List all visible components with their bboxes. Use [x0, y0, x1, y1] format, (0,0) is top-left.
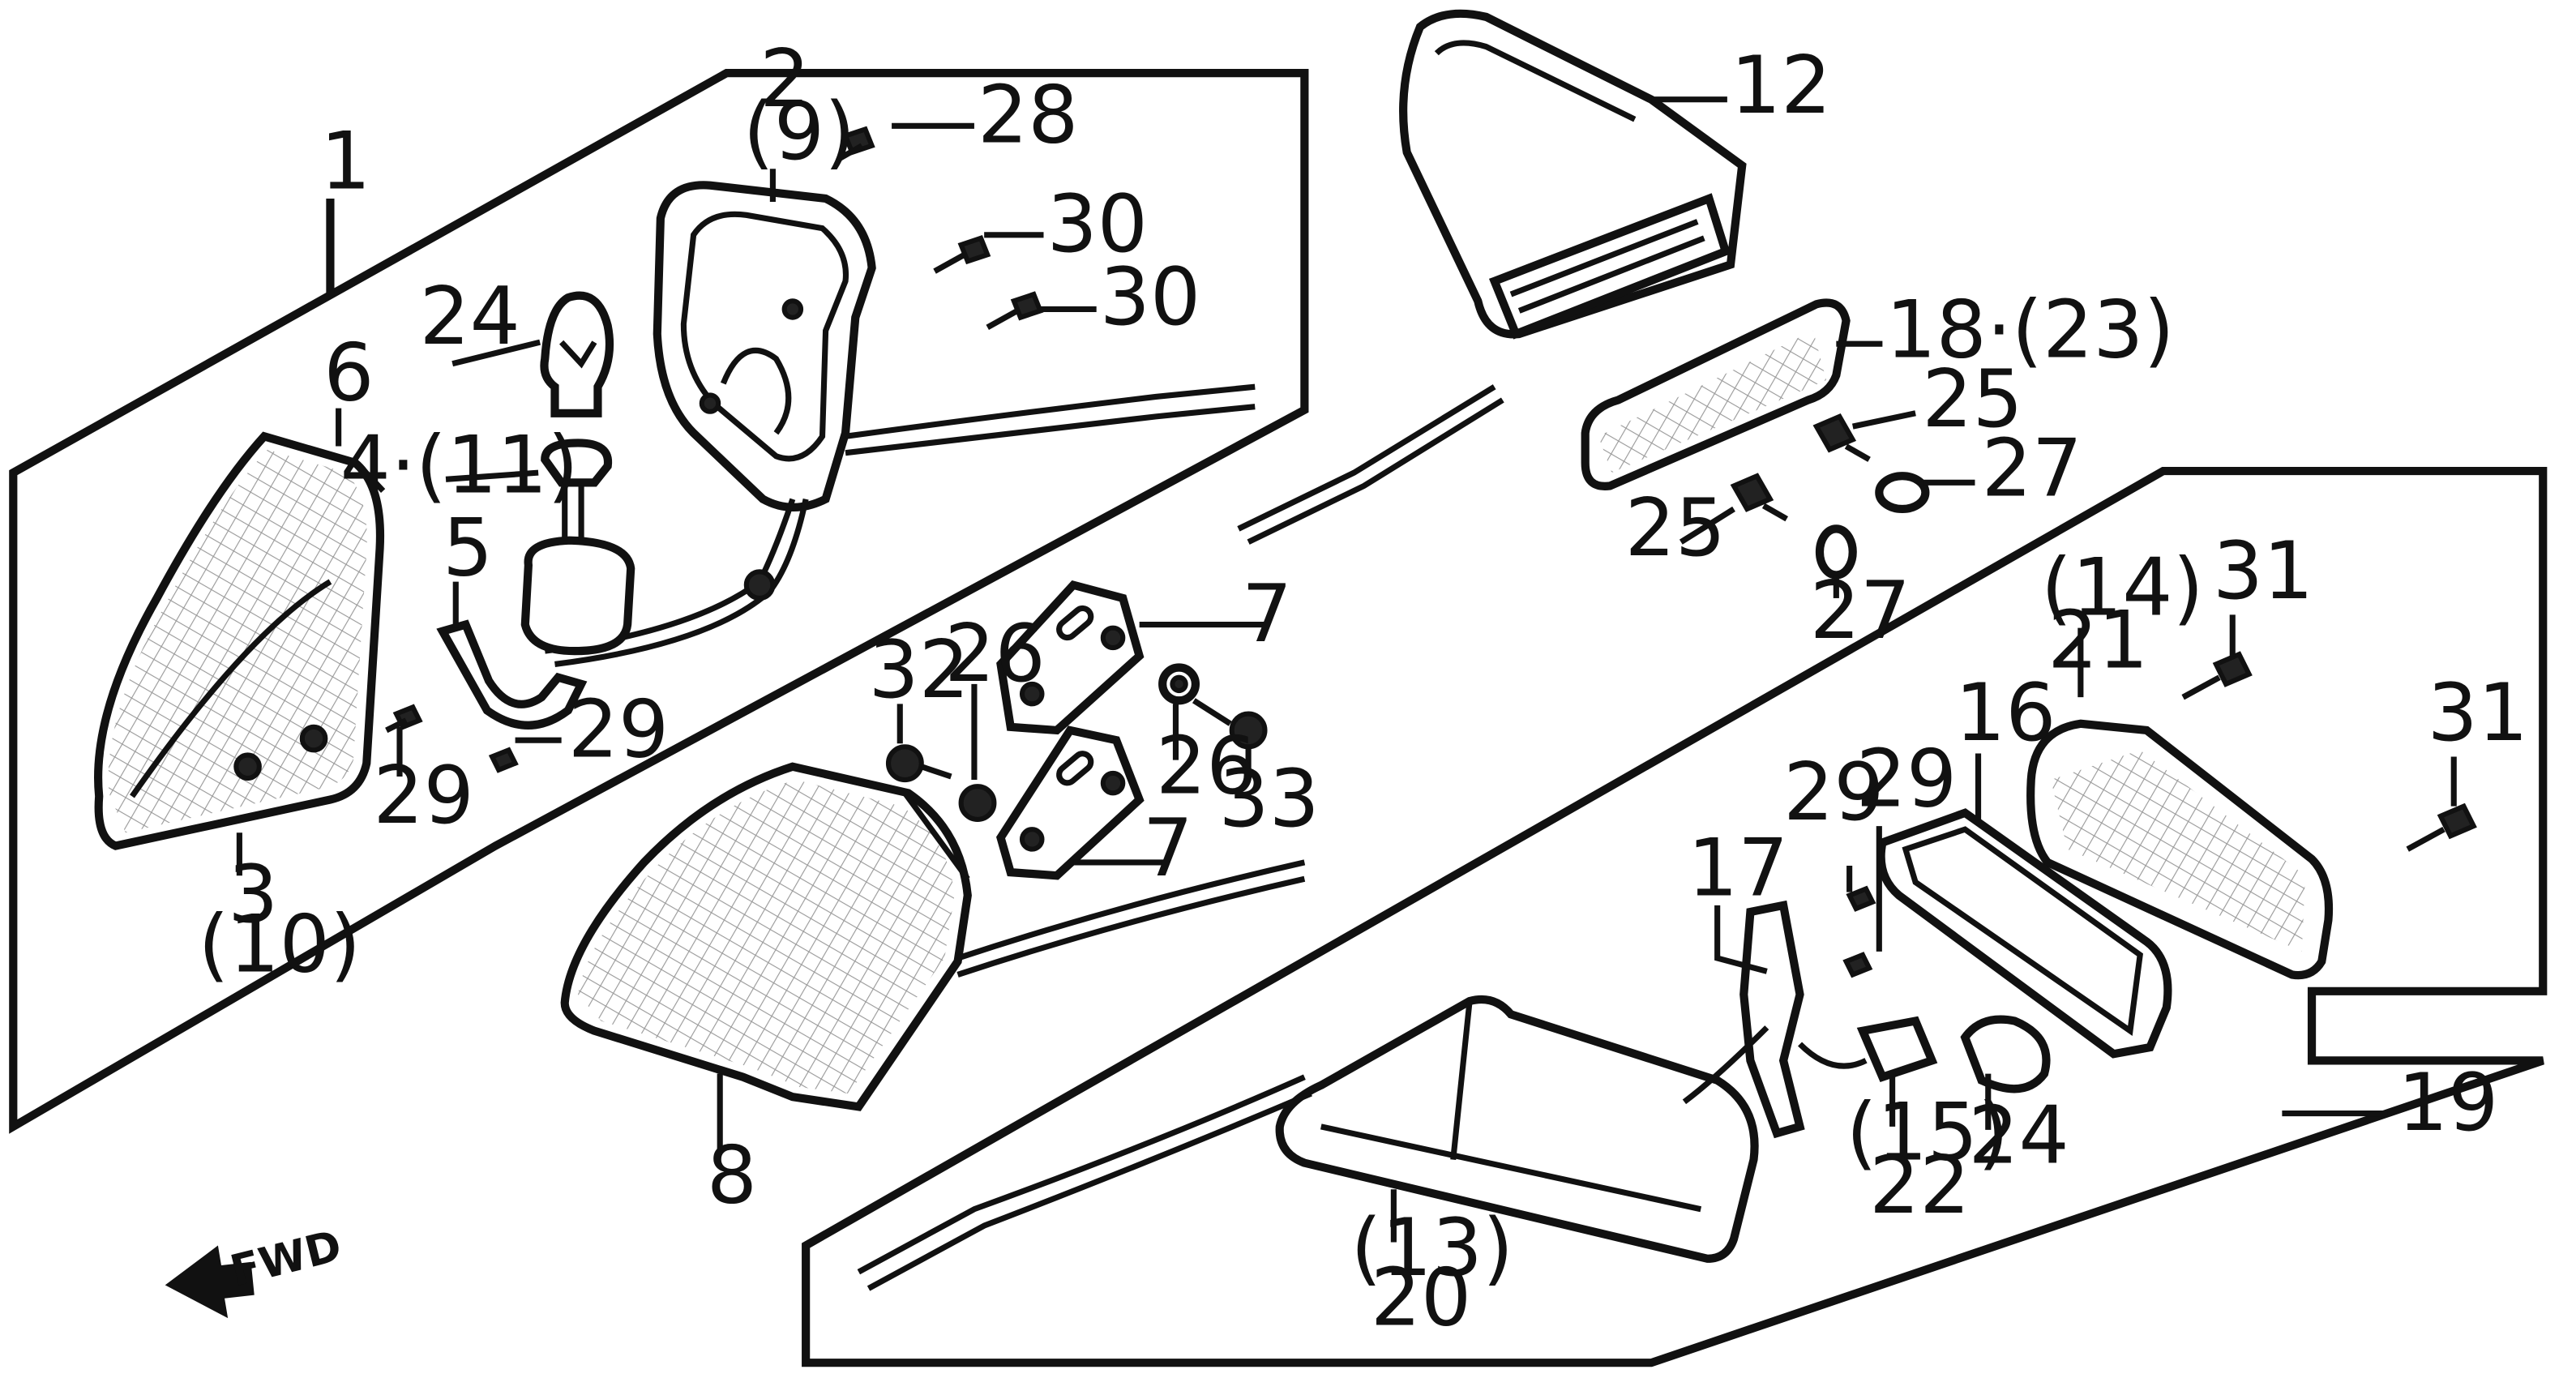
callout-25-lower: 25: [1625, 482, 1726, 575]
callout-31-lower: 31: [2428, 667, 2528, 760]
callout-9: (9): [743, 86, 855, 178]
callout-29-lens: 29: [373, 750, 473, 842]
callout-8: 8: [707, 1130, 757, 1222]
callout-16: 16: [1955, 667, 2056, 760]
callout-15: (15): [1846, 1087, 2009, 1179]
callout-28: 28: [978, 70, 1078, 162]
callout-10: (10): [198, 898, 361, 991]
callout-30-upper: 30: [1047, 178, 1148, 271]
callout-24-left: 24: [419, 271, 520, 363]
callout-29-bracket-a: 29: [1783, 747, 1884, 839]
rear-lens-part-18: [1581, 298, 1851, 490]
callout-25-upper: 25: [1922, 353, 2022, 446]
side-housing-part-20: [1275, 995, 1759, 1263]
callout-3: 3: [228, 849, 278, 941]
callout-33: 33: [1218, 753, 1319, 845]
callout-19: 19: [2398, 1057, 2498, 1149]
socket-bracket-part-17: [1739, 885, 2051, 1139]
callout-17: 17: [1688, 823, 1788, 915]
bracket-part-7-lower: [995, 725, 1145, 880]
bracket-part-7-upper: [996, 580, 1145, 735]
right-screws: [2181, 651, 2477, 852]
callout-13: (13): [1350, 1202, 1513, 1295]
fwd-label: FWD: [225, 1222, 346, 1297]
callout-27-right: 27: [1982, 423, 2082, 516]
rear-hardware: [1730, 413, 1930, 580]
left-lens-part-3: [94, 431, 386, 850]
socket-part-4: [520, 439, 635, 656]
bracket-hardware: [885, 663, 1268, 822]
forward-arrow-icon: [165, 1245, 255, 1319]
side-housing-wiring: [857, 1025, 1769, 1291]
callout-1: 1: [320, 116, 370, 208]
callout-labels: 1 2 (9) 3 (10) 4·(11) 5 6 7 7 8 12 (13) …: [198, 33, 2528, 1344]
callout-29-clamp: 29: [568, 684, 669, 777]
bulb-part-24-left: [540, 291, 614, 417]
lens-panel-part-21: [2026, 719, 2334, 980]
callout-26-right: 26: [1156, 720, 1256, 812]
callout-29-bracket-b: 29: [1856, 734, 1957, 826]
callout-21: 21: [2048, 595, 2148, 687]
clamp-part-5: [436, 619, 588, 730]
callout-31-upper: 31: [2213, 525, 2313, 618]
callout-5: 5: [443, 502, 493, 594]
callout-27-lower: 27: [1810, 565, 1911, 657]
front-lens-part-8: [560, 762, 972, 1111]
callout-4: 4·(11): [340, 420, 579, 512]
gasket-part-16: [1876, 808, 2172, 1059]
rear-housing-part-12: [1399, 9, 1747, 340]
callout-6: 6: [323, 327, 374, 419]
callout-22: 22: [1869, 1140, 1970, 1232]
front-lens-wiring: [956, 859, 1306, 978]
leader-lines: [236, 96, 2457, 1243]
callout-18: 18·(23): [1885, 285, 2174, 377]
callout-32: 32: [869, 624, 969, 717]
rear-housing-wiring: [1237, 384, 1504, 545]
right-assembly-frame: [802, 466, 2548, 1367]
left-screws: [385, 126, 1044, 773]
callout-2: 2: [760, 33, 810, 126]
base-plate-part-2: [653, 181, 876, 511]
callout-20: 20: [1371, 1252, 1471, 1344]
callout-30-lower: 30: [1100, 251, 1200, 344]
callout-7b: 7: [1143, 802, 1193, 895]
left-assembly-frame: [9, 69, 1309, 1134]
callout-14: (14): [2041, 541, 2204, 634]
callout-7a: 7: [1242, 568, 1292, 661]
callout-12: 12: [1731, 40, 1831, 132]
callout-26-left: 26: [944, 608, 1045, 700]
callout-24-right: 24: [1968, 1090, 2069, 1183]
